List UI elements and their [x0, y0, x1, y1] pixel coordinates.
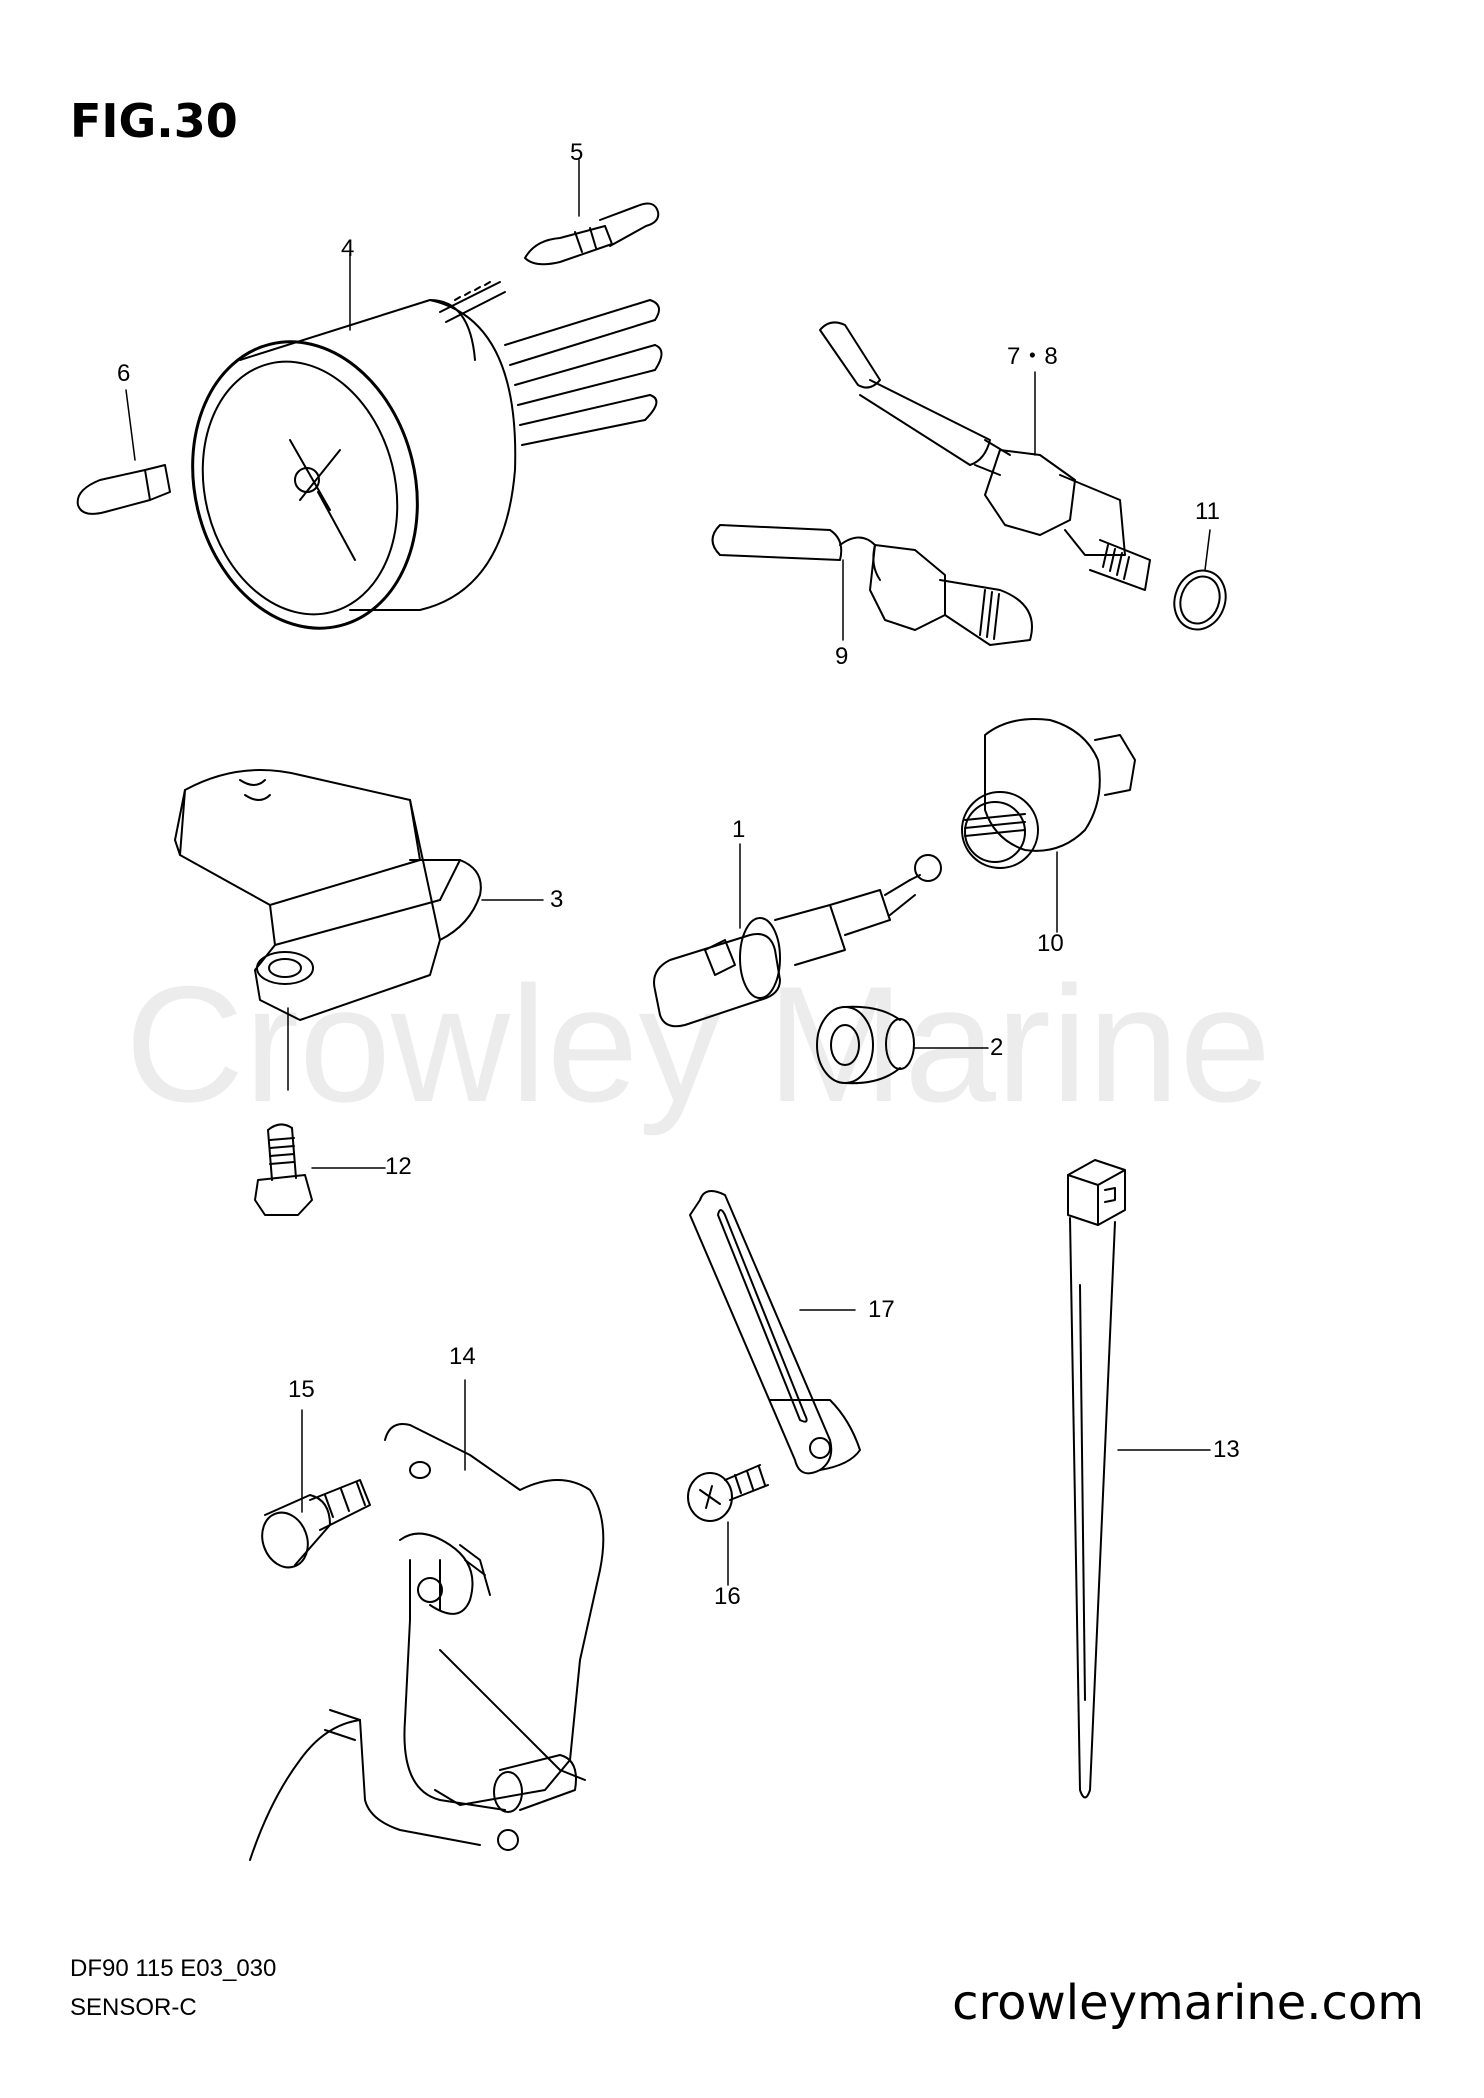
figure-title: FIG.30: [70, 94, 238, 148]
callout-15: 15: [288, 1376, 315, 1403]
callout-13: 13: [1213, 1436, 1240, 1463]
part-14-tps: [250, 1424, 603, 1860]
part-17-bracket: [690, 1191, 860, 1473]
part-3-map-sensor: [175, 770, 481, 1020]
part-15-bolt: [255, 1480, 370, 1574]
part-10-knock-sensor: [962, 719, 1135, 868]
callout-17: 17: [868, 1296, 895, 1323]
part-1-sensor: [654, 855, 941, 1026]
callout-11: 11: [1195, 498, 1220, 525]
part-7-8-sender: [820, 322, 1150, 590]
callout-10: 10: [1037, 930, 1064, 957]
part-13-cable-tie: [1068, 1160, 1125, 1798]
callout-5: 5: [570, 139, 584, 166]
watermark-text: Crowley Marine: [125, 952, 1272, 1136]
callout-1: 1: [732, 816, 746, 843]
callout-16: 16: [714, 1583, 741, 1610]
callout-4: 4: [341, 235, 355, 262]
leader-lines: [126, 160, 1210, 1585]
part-6-bulb: [78, 465, 170, 514]
part-9-sender: [713, 525, 1033, 645]
footer-diagram-code: DF90 115 E03_030: [70, 1955, 277, 1982]
part-2-grommet: [817, 1007, 914, 1083]
part-4-gauge: [163, 282, 661, 652]
callout-2: 2: [990, 1034, 1004, 1061]
callout-9: 9: [835, 643, 849, 670]
part-16-screw: [688, 1465, 768, 1521]
callout-7-8: 7・8: [1007, 343, 1058, 370]
footer-diagram-name: SENSOR-C: [70, 1994, 197, 2021]
part-12-bolt: [255, 1124, 312, 1215]
callout-14: 14: [449, 1343, 476, 1370]
website-url: crowleymarine.com: [952, 1975, 1424, 2031]
part-11-o-ring: [1166, 563, 1234, 636]
callout-3: 3: [550, 886, 564, 913]
callout-6: 6: [117, 360, 131, 387]
part-5-bulb-holder: [525, 204, 658, 265]
callout-12: 12: [385, 1153, 412, 1180]
